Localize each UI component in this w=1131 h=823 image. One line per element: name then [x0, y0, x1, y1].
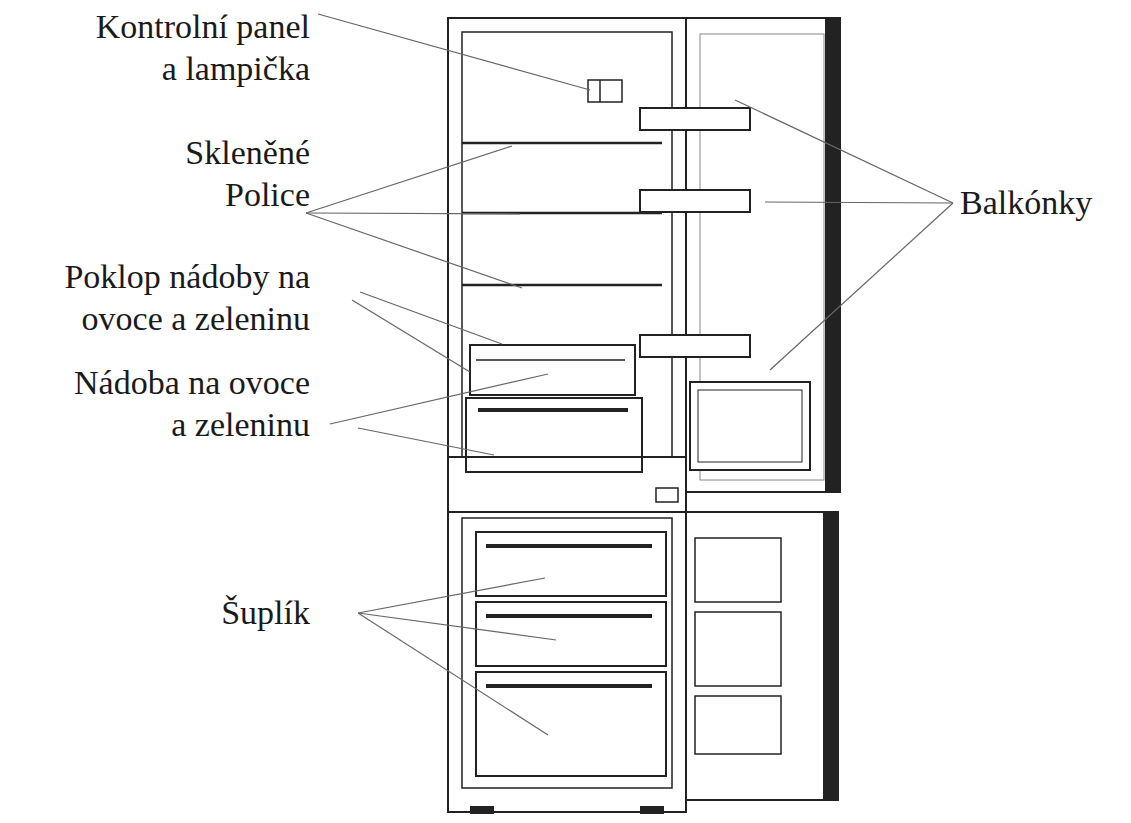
crisper-handle — [478, 408, 628, 412]
door-bin — [690, 382, 810, 470]
leader-line — [306, 213, 520, 214]
fridge-body — [448, 18, 840, 812]
door-bin-inner — [698, 390, 802, 462]
freezer-drawers — [476, 532, 666, 776]
divider-bottom — [448, 511, 686, 513]
foot — [640, 806, 664, 814]
part-label: Šuplík — [221, 592, 310, 634]
control-panel — [588, 80, 622, 102]
door-balconies — [640, 108, 810, 470]
leader-line — [352, 300, 470, 372]
control-panel-lamp — [588, 80, 622, 102]
glass-shelf — [462, 142, 662, 145]
freezer-inner-wall — [462, 518, 672, 788]
divider-top — [448, 456, 686, 458]
leader-line — [358, 613, 548, 735]
leader-line — [318, 14, 590, 90]
lamp-divider — [599, 80, 601, 102]
hinge — [656, 488, 678, 502]
part-label: Poklop nádoby na ovoce a zeleninu — [60, 256, 310, 340]
leader-line — [306, 213, 522, 288]
leader-line — [330, 374, 548, 424]
leader-lines — [306, 14, 953, 735]
drawer-handle — [486, 544, 652, 548]
balcony — [640, 108, 750, 130]
feet — [470, 806, 664, 814]
part-label: Nádoba na ovoce a zeleninu — [69, 362, 310, 446]
leader-line — [735, 100, 953, 203]
drawer — [476, 602, 666, 666]
door-pocket — [695, 696, 781, 754]
part-label: Balkónky — [960, 182, 1092, 224]
crisper-cover — [470, 345, 635, 395]
drawer-handle — [486, 684, 652, 688]
leader-line — [358, 428, 494, 455]
balcony — [640, 335, 750, 357]
leader-line — [358, 613, 556, 640]
part-label: Skleněné Police — [181, 132, 310, 216]
door-pocket — [695, 612, 781, 686]
drawer — [476, 532, 666, 596]
foot — [470, 806, 494, 814]
crisper-cover-edge — [476, 359, 625, 361]
freezer-door-pockets — [695, 538, 781, 754]
part-label: Kontrolní panel a lampička — [91, 6, 310, 90]
door-edge — [824, 512, 838, 800]
balcony — [640, 190, 750, 212]
cabinet-outline — [448, 18, 686, 812]
door-pocket — [695, 538, 781, 602]
leader-line — [306, 146, 512, 213]
leader-line — [358, 578, 545, 613]
leader-line — [765, 202, 953, 203]
crisper-drawer — [466, 398, 642, 472]
fridge-inner-wall — [462, 32, 672, 457]
crisper — [466, 345, 642, 472]
upper-door — [686, 18, 840, 492]
lower-door — [686, 512, 838, 800]
drawer — [476, 672, 666, 776]
leader-line — [770, 203, 953, 370]
door-edge — [826, 18, 840, 492]
glass-shelf — [462, 284, 662, 287]
drawer-handle — [486, 614, 652, 618]
